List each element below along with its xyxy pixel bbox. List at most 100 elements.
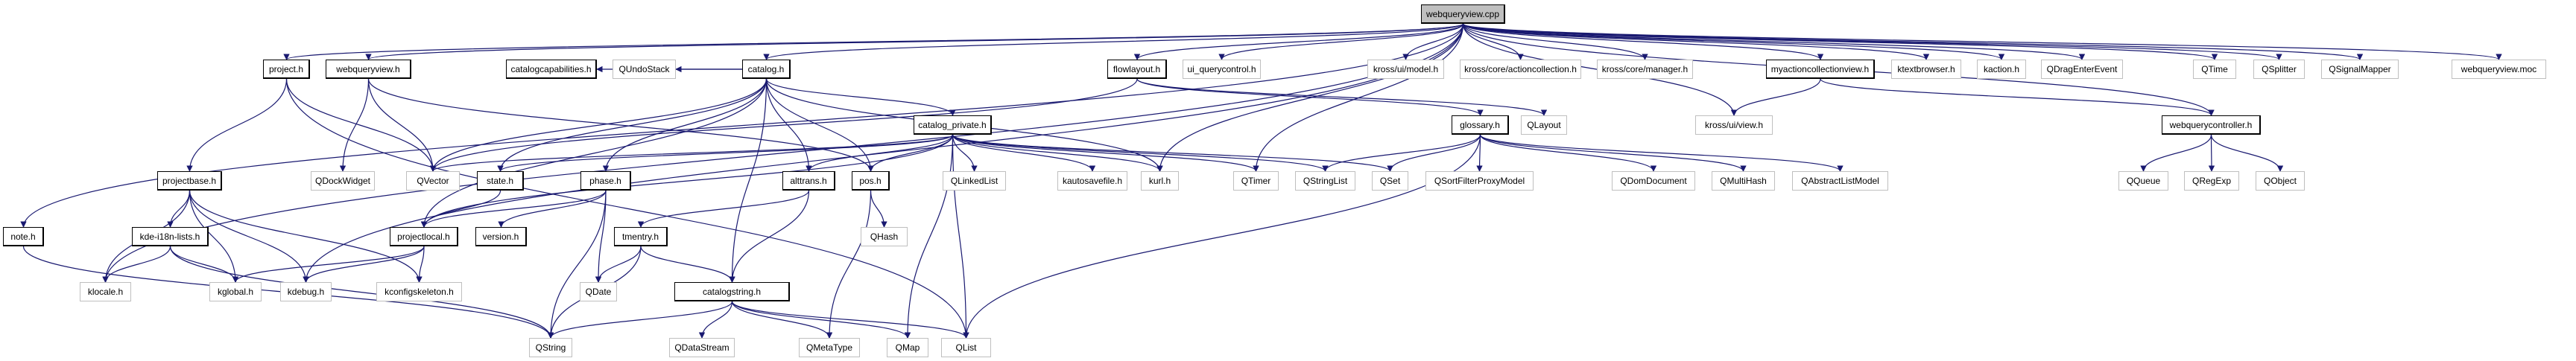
- edge-glossary-h-to-qlist: [963, 134, 1481, 339]
- node-qlist: QList: [941, 338, 991, 357]
- edge-glossary-h-to-qabstractlistmodel: [1479, 134, 1844, 172]
- node-qstringlist: QStringList: [1295, 171, 1355, 191]
- node-kglobal-h: kglobal.h: [209, 282, 262, 301]
- node-catalogstring-h[interactable]: catalogstring.h: [674, 282, 790, 301]
- node-kaction-h: kaction.h: [1977, 60, 2026, 79]
- edge-myactioncollectionview-h-to-kross-ui-view-h: [1730, 78, 1821, 116]
- edge-catalog-private-h-to-alttrans-h: [806, 134, 954, 172]
- node-tmentry-h[interactable]: tmentry.h: [614, 227, 668, 246]
- node-ktextbrowser-h: ktextbrowser.h: [1891, 60, 1961, 79]
- edge-catalog-h-to-catalog-private-h: [765, 78, 956, 116]
- edge-catalog-private-h-to-qvector: [430, 134, 954, 172]
- node-catalogcapabilities-h[interactable]: catalogcapabilities.h: [506, 60, 597, 79]
- node-qmetatype: QMetaType: [799, 338, 860, 357]
- node-kross-core-manager-h: kross/core/manager.h: [1597, 60, 1693, 79]
- node-phase-h[interactable]: phase.h: [580, 171, 631, 191]
- edge-kde-i18n-lists-h-to-klocale-h: [102, 246, 171, 283]
- node-qdatastream: QDataStream: [669, 338, 735, 357]
- node-project-h[interactable]: project.h: [263, 60, 310, 79]
- node-qtimer: QTimer: [1233, 171, 1279, 191]
- edge-webquerycontroller-h-to-qobject: [2210, 134, 2284, 172]
- edge-catalog-private-h-to-state-h: [497, 134, 954, 172]
- node-webquerycontroller-h[interactable]: webquerycontroller.h: [2162, 115, 2261, 135]
- edge-catalog-h-to-phase-h: [602, 78, 768, 172]
- node-catalog-private-h[interactable]: catalog_private.h: [914, 115, 992, 135]
- node-version-h[interactable]: version.h: [475, 227, 527, 246]
- edge-projectbase-h-to-kglobal-h: [189, 190, 239, 283]
- edge-webqueryview-cpp-to-flowlayout-h: [1133, 23, 1464, 60]
- node-qdragenterevent: QDragEnterEvent: [2041, 60, 2123, 79]
- edge-flowlayout-h-to-glossary-h: [1136, 78, 1484, 116]
- node-qdomdocument: QDomDocument: [1612, 171, 1695, 191]
- edge-webqueryview-h-to-qdockwidget: [339, 78, 370, 172]
- edge-alttrans-h-to-tmentry-h: [637, 190, 810, 228]
- node-kross-ui-model-h: kross/ui/model.h: [1367, 60, 1444, 79]
- node-qlinkedlist: QLinkedList: [943, 171, 1006, 191]
- node-klocale-h: klocale.h: [80, 282, 131, 301]
- edge-flowlayout-h-to-qlayout: [1136, 78, 1548, 116]
- edge-catalog-private-h-to-qmap: [904, 134, 954, 339]
- node-webqueryview-cpp[interactable]: webqueryview.cpp: [1421, 4, 1505, 24]
- edge-glossary-h-to-qset: [1387, 134, 1481, 172]
- edge-phase-h-to-projectlocal-h: [420, 190, 607, 228]
- edge-webqueryview-cpp-to-catalog-h: [763, 23, 1464, 60]
- node-state-h[interactable]: state.h: [477, 171, 524, 191]
- edge-webqueryview-h-to-qvector: [367, 78, 437, 172]
- edge-projectbase-h-to-kde-i18n-lists-h: [167, 190, 191, 228]
- node-qabstractlistmodel: QAbstractListModel: [1792, 171, 1888, 191]
- edge-webqueryview-cpp-to-webqueryview-moc: [1462, 23, 2502, 60]
- edge-state-h-to-projectlocal-h: [420, 190, 501, 228]
- edge-webqueryview-cpp-to-kross-core-manager-h: [1462, 23, 1648, 60]
- edge-catalog-private-h-to-qtimer: [952, 134, 1259, 172]
- edge-catalog-h-to-state-h: [497, 78, 768, 172]
- node-qset: QSet: [1372, 171, 1408, 191]
- node-kurl-h: kurl.h: [1141, 171, 1179, 191]
- node-catalog-h[interactable]: catalog.h: [742, 60, 791, 79]
- node-qmap: QMap: [887, 338, 928, 357]
- edge-webqueryview-cpp-to-myactioncollectionview-h: [1462, 23, 1824, 60]
- edge-tmentry-h-to-catalogstring-h: [640, 246, 735, 283]
- node-qtime: QTime: [2193, 60, 2236, 79]
- edge-project-h-to-qvector: [285, 78, 437, 172]
- node-qsplitter: QSplitter: [2253, 60, 2305, 79]
- node-alttrans-h[interactable]: alttrans.h: [782, 171, 835, 191]
- edge-glossary-h-to-qdomdocument: [1479, 134, 1657, 172]
- edge-webqueryview-cpp-to-project-h: [283, 23, 1464, 60]
- node-webqueryview-h[interactable]: webqueryview.h: [326, 60, 411, 79]
- edge-catalog-private-h-to-qlist: [952, 134, 969, 339]
- node-qregexp: QRegExp: [2184, 171, 2239, 191]
- edge-webquerycontroller-h-to-qqueue: [2140, 134, 2212, 172]
- edge-project-h-to-projectbase-h: [186, 78, 288, 172]
- edge-project-h-to-qlist: [285, 78, 969, 339]
- edge-webqueryview-cpp-to-ktextbrowser-h: [1462, 23, 1930, 60]
- edge-pos-h-to-qmetatype: [826, 190, 872, 339]
- edge-glossary-h-to-qstringlist: [1322, 134, 1481, 172]
- edge-phase-h-to-qdate: [595, 190, 607, 283]
- node-qsortfilterproxymodel: QSortFilterProxyModel: [1425, 171, 1534, 191]
- node-flowlayout-h[interactable]: flowlayout.h: [1107, 60, 1167, 79]
- node-webqueryview-moc: webqueryview.moc: [2452, 60, 2546, 79]
- node-glossary-h[interactable]: glossary.h: [1452, 115, 1509, 135]
- node-kde-i18n-lists-h[interactable]: kde-i18n-lists.h: [132, 227, 209, 246]
- node-qqueue: QQueue: [2118, 171, 2168, 191]
- node-qundostack: QUndoStack: [613, 60, 676, 79]
- edge-projectbase-h-to-kconfigskeleton-h: [189, 190, 423, 283]
- node-projectlocal-h[interactable]: projectlocal.h: [390, 227, 458, 246]
- edge-kde-i18n-lists-h-to-qstring: [169, 246, 554, 339]
- node-projectbase-h[interactable]: projectbase.h: [157, 171, 222, 191]
- edge-pos-h-to-qhash: [870, 190, 887, 228]
- node-myactioncollectionview-h[interactable]: myactioncollectionview.h: [1766, 60, 1875, 79]
- edge-webqueryview-h-to-pos-h: [367, 78, 874, 172]
- node-note-h[interactable]: note.h: [3, 227, 44, 246]
- edge-webqueryview-cpp-to-kross-ui-model-h: [1402, 23, 1464, 60]
- node-qlayout: QLayout: [1521, 115, 1567, 135]
- edge-projectlocal-h-to-kglobal-h: [232, 246, 425, 283]
- node-kdebug-h: kdebug.h: [280, 282, 332, 301]
- edge-catalog-private-h-to-kautosavefile-h: [952, 134, 1096, 172]
- edge-projectlocal-h-to-kconfigskeleton-h: [416, 246, 425, 283]
- node-pos-h[interactable]: pos.h: [852, 171, 890, 191]
- node-kross-core-actioncollection-h: kross/core/actioncollection.h: [1460, 60, 1581, 79]
- node-qdate: QDate: [580, 282, 617, 301]
- edge-phase-h-to-qstring: [547, 190, 607, 339]
